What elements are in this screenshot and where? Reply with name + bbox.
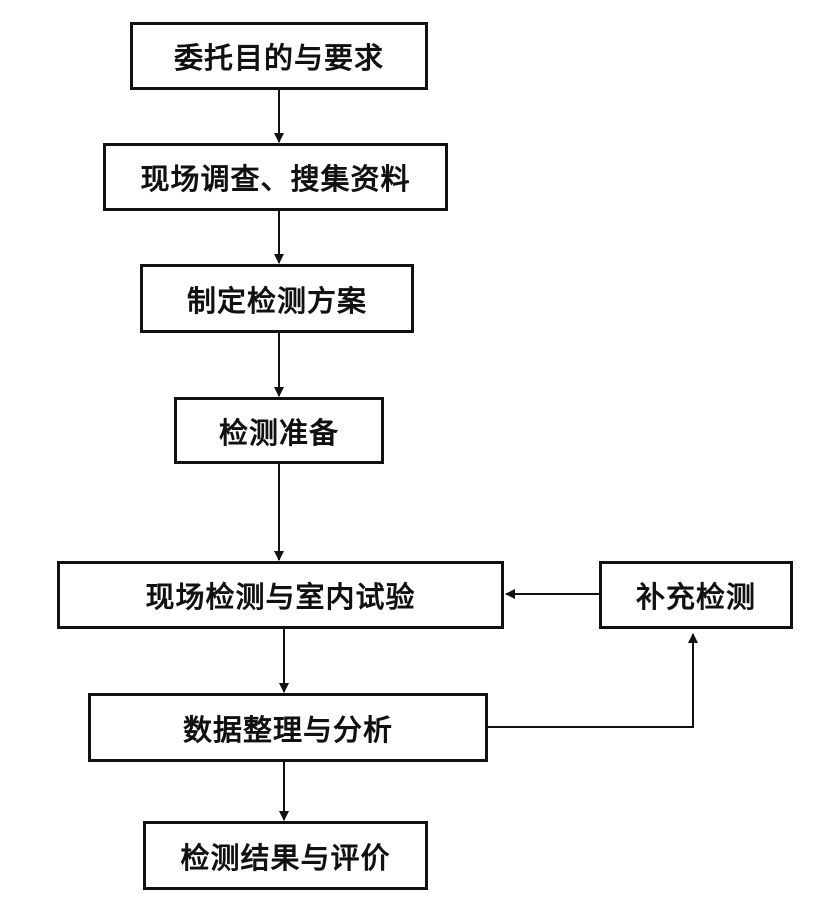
node-plan-label: 制定检测方案: [186, 283, 367, 318]
node-commission-label: 委托目的与要求: [173, 41, 384, 75]
node-prepare-label: 检测准备: [218, 415, 339, 450]
node-supplement-label: 补充检测: [635, 580, 756, 614]
node-field-test: 现场检测与室内试验: [57, 561, 504, 629]
node-survey-label: 现场调查、搜集资料: [140, 162, 411, 196]
node-commission: 委托目的与要求: [130, 22, 428, 90]
node-result: 检测结果与评价: [143, 821, 428, 890]
node-plan: 制定检测方案: [140, 264, 414, 333]
node-survey: 现场调查、搜集资料: [103, 143, 448, 211]
node-prepare: 检测准备: [174, 397, 384, 464]
node-analysis: 数据整理与分析: [88, 693, 488, 762]
node-analysis-label: 数据整理与分析: [182, 712, 393, 747]
node-field-test-label: 现场检测与室内试验: [145, 580, 416, 614]
arrow-analysis-to-supplement: [488, 633, 698, 728]
node-result-label: 检测结果与评价: [180, 840, 391, 875]
node-supplement: 补充检测: [599, 561, 793, 629]
